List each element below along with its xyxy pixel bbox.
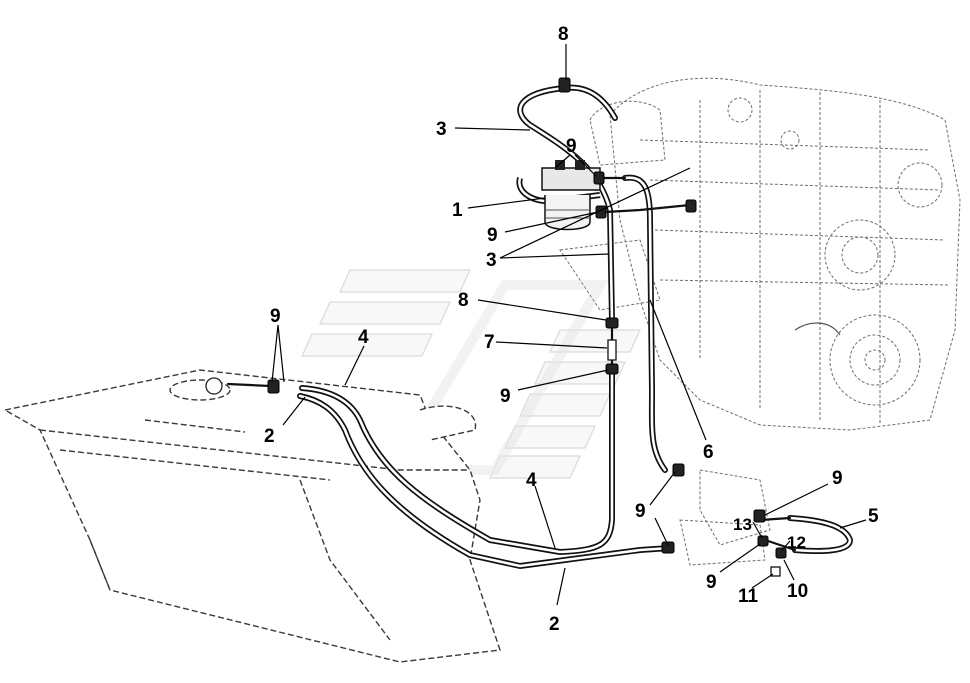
callout-9-right-top: 9 bbox=[832, 468, 843, 489]
callout-3-mid: 3 bbox=[486, 250, 497, 271]
callout-8-mid: 8 bbox=[458, 290, 469, 311]
callout-9-lower: 9 bbox=[635, 501, 646, 522]
callout-6: 6 bbox=[703, 442, 714, 463]
fuel-filter-assembly bbox=[516, 160, 601, 231]
callout-9-center: 9 bbox=[500, 386, 511, 407]
callout-9-filter: 9 bbox=[566, 136, 577, 157]
callout-5: 5 bbox=[868, 506, 879, 527]
callout-9-tank: 9 bbox=[270, 306, 281, 327]
callout-13: 13 bbox=[733, 515, 752, 534]
callout-7: 7 bbox=[484, 332, 495, 353]
callout-11: 11 bbox=[738, 586, 759, 607]
callout-4-upper: 4 bbox=[358, 327, 369, 348]
clamps bbox=[205, 77, 787, 577]
callout-10: 10 bbox=[787, 581, 808, 602]
leader-lines bbox=[271, 44, 867, 606]
callout-12: 12 bbox=[787, 533, 806, 552]
fuel-hoses bbox=[226, 84, 853, 569]
fuel-tank bbox=[3, 369, 501, 663]
callout-9-bottom: 9 bbox=[706, 572, 717, 593]
callout-9-filter-bottom: 9 bbox=[487, 225, 498, 246]
callout-2-left: 2 bbox=[264, 426, 275, 447]
callout-8-top: 8 bbox=[558, 24, 569, 45]
callout-labels: 8 3 9 1 9 3 8 9 4 7 9 2 6 9 4 9 5 13 12 … bbox=[264, 24, 879, 635]
engine-block bbox=[559, 77, 961, 566]
callout-4-lower: 4 bbox=[526, 470, 537, 491]
callout-1: 1 bbox=[452, 200, 463, 221]
callout-3-top: 3 bbox=[436, 119, 447, 140]
callout-2-bottom: 2 bbox=[549, 614, 560, 635]
